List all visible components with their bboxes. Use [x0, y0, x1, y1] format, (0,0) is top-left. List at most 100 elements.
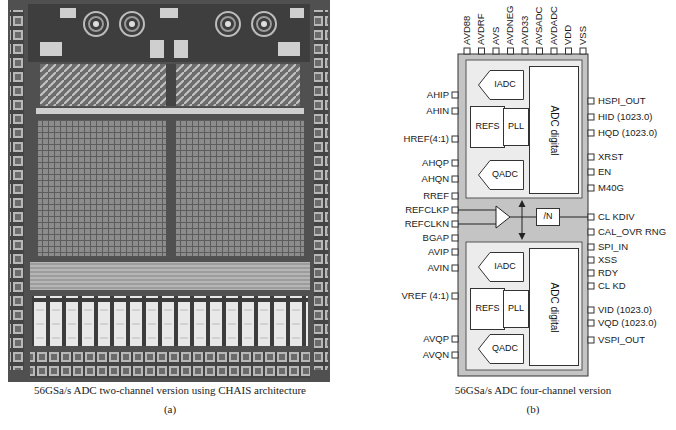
memory-columns — [32, 296, 308, 346]
channel-panel — [466, 242, 582, 370]
pin-name: VDD — [563, 25, 573, 45]
pin-pad — [588, 154, 594, 160]
metal-bus — [36, 108, 304, 114]
digital-block: ADC digital — [529, 66, 579, 194]
pin-name: VREF (4:1) — [401, 291, 449, 301]
pin-name: EN — [598, 167, 611, 177]
pad-ring — [10, 10, 24, 370]
block-label: ADC digital — [549, 105, 560, 155]
digital-band — [30, 262, 310, 290]
pin-pad — [566, 48, 572, 54]
pin-name: AVIP — [428, 247, 449, 257]
pin-pad — [452, 293, 458, 299]
pin-name: RREF — [423, 191, 449, 201]
pin-name: XSS — [598, 255, 617, 265]
pin-pad — [551, 48, 557, 54]
pin-name: AVQP — [423, 334, 449, 344]
clock-wire — [458, 206, 588, 234]
pin-pad — [588, 214, 594, 220]
pin-name: AHIN — [426, 106, 449, 116]
pin-pad — [452, 193, 458, 199]
rf-region — [28, 4, 310, 62]
pin-pad — [452, 136, 458, 142]
pin-name: SPI_IN — [598, 242, 628, 252]
pin-name: CL KD — [598, 281, 626, 291]
pin-pad — [452, 265, 458, 271]
pin-name: REFCLKP — [405, 205, 449, 215]
pin-name: AVDNEG — [505, 6, 515, 45]
pin-name: AHQN — [422, 174, 449, 184]
pin-pad — [588, 270, 594, 276]
block-label: PLL — [508, 122, 524, 132]
sub-adc-array — [38, 120, 166, 256]
pin-name: VQD (1023.0) — [598, 318, 657, 328]
pin-name: CL KDIV — [598, 212, 635, 222]
digital-block: ADC digital — [529, 248, 579, 366]
block-label: ADC digital — [549, 282, 560, 332]
pin-name: AVDADC — [549, 6, 559, 45]
chip-outline — [458, 54, 588, 376]
pin-pad — [452, 176, 458, 182]
pll-block: PLL — [503, 108, 529, 146]
block-label: REFS — [475, 122, 499, 132]
clock-buffer — [496, 206, 510, 228]
pin-pad — [588, 185, 594, 191]
pin-pad — [493, 48, 499, 54]
die-substrate — [8, 0, 330, 382]
pin-pad — [588, 244, 594, 250]
pin-name: HID (1023.0) — [598, 112, 652, 122]
sub-adc-array — [176, 120, 304, 256]
circuit-block — [40, 8, 304, 58]
pin-name: RDY — [598, 268, 618, 278]
adc-block: IADC — [478, 70, 524, 100]
pin-name: AVD33 — [520, 16, 530, 45]
pin-pad — [588, 337, 594, 343]
adc-outline — [479, 335, 524, 364]
pin-pad — [508, 48, 514, 54]
figure-caption: (a) — [164, 403, 176, 415]
arrow-head — [519, 200, 526, 207]
adc-block: IADC — [478, 252, 524, 282]
die-photo — [8, 0, 330, 382]
adc-outline — [479, 161, 524, 190]
pin-pad — [452, 352, 458, 358]
pin-pad — [452, 108, 458, 114]
figure-caption: 56GSa/s ADC two-channel version using CH… — [34, 384, 306, 396]
pin-pad — [452, 336, 458, 342]
pad-ring — [30, 352, 310, 378]
block-label: PLL — [508, 304, 524, 314]
pin-pad — [580, 48, 586, 54]
pin-pad — [588, 114, 594, 120]
pin-pad — [452, 249, 458, 255]
pin-pad — [588, 130, 594, 136]
pin-name: HSPI_OUT — [598, 96, 646, 106]
adc-outline — [479, 71, 524, 100]
block-label: QADC — [492, 170, 518, 180]
pin-pad — [464, 48, 470, 54]
pin-pad — [537, 48, 543, 54]
pin-pad — [452, 92, 458, 98]
pin-name: AVDRF — [476, 14, 486, 46]
channel-panel — [466, 60, 582, 198]
pin-name: CAL_OVR RNG — [598, 227, 666, 237]
pin-name: VID (1023.0) — [598, 305, 652, 315]
block-label: IADC — [494, 80, 516, 90]
pin-name: AVQN — [423, 350, 449, 360]
block-label: REFS — [475, 304, 499, 314]
pin-name: AHQP — [422, 158, 449, 168]
pin-pad — [588, 283, 594, 289]
pin-name: M40G — [598, 183, 624, 193]
block-label: /N — [544, 212, 553, 222]
pin-pad — [588, 169, 594, 175]
pin-pad — [452, 221, 458, 227]
pin-name: VSS — [578, 26, 588, 45]
pin-pad — [522, 48, 528, 54]
pin-pad — [479, 48, 485, 54]
arrow-head — [519, 233, 526, 240]
center-spine — [166, 64, 176, 106]
pin-pad — [452, 235, 458, 241]
adc-outline — [479, 253, 524, 282]
pin-pad — [588, 307, 594, 313]
pin-pad — [588, 320, 594, 326]
